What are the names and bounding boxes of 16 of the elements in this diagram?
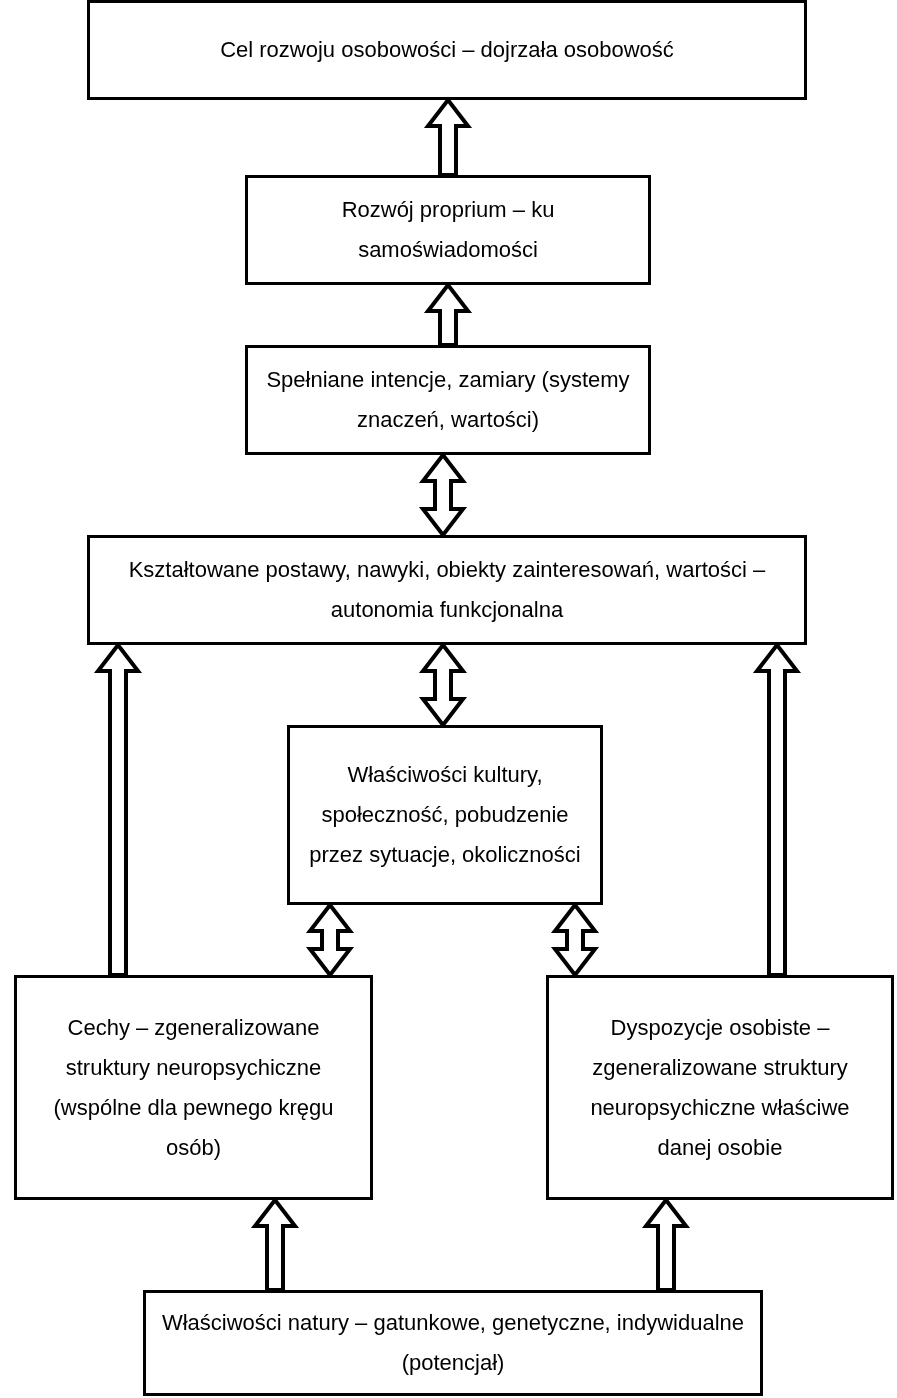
text-box	[143, 1290, 763, 1396]
text-box	[87, 0, 807, 100]
text-box	[87, 535, 807, 645]
box-text: Cel rozwoju osobowości – dojrzała osobowość	[220, 36, 674, 64]
box-text: Cechy – zgeneralizowane struktury neuropsychiczne (wspólne dla pewnego kręgu osób)	[52, 1013, 335, 1162]
text-box	[245, 175, 651, 285]
text-box	[287, 725, 603, 905]
box-text: Dyspozycje osobiste – zgeneralizowane struktury neuropsychiczne właściwe danej osobie	[589, 1013, 851, 1162]
box-text: Kształtowane postawy, nawyki, obiekty zainteresowań, wartości – autonomia funkcjonalna	[127, 556, 767, 624]
box-text: Rozwój proprium – ku samoświadomości	[340, 196, 556, 264]
text-box	[14, 975, 373, 1200]
box-text: Właściwości kultury, społeczność, pobudzenie przez sytuacje, okoliczności	[308, 761, 582, 869]
box-text: Właściwości natury – gatunkowe, genetyczne, indywidualne (potencjał)	[160, 1309, 746, 1377]
text-box	[245, 345, 651, 455]
box-text: Spełniane intencje, zamiary (systemy znaczeń, wartości)	[265, 366, 631, 434]
text-box	[546, 975, 894, 1200]
